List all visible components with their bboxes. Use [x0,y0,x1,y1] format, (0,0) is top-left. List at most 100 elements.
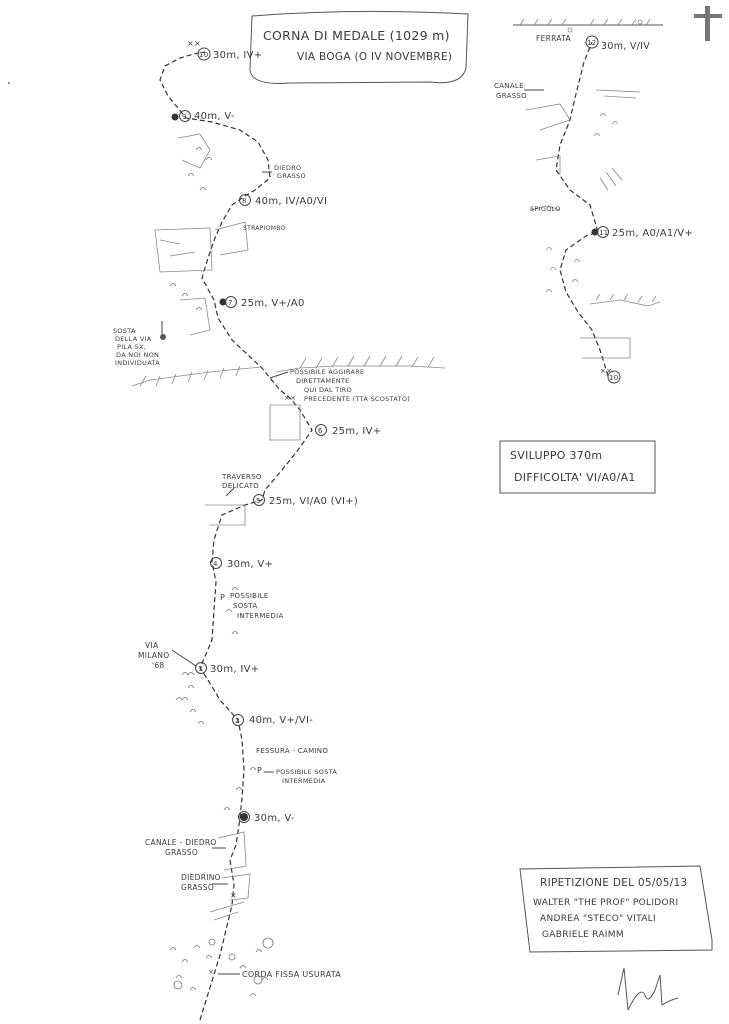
belay-number: 11 [599,229,609,237]
annotation-line: SOSTA [233,602,257,610]
anchor-cross-mark: ×× [284,394,296,402]
annotation-line: INTERMEDIA [282,777,326,785]
annotation-text: POSSIBILE AGGIRARE DIRETTAMENTE QUI DAL … [290,368,410,403]
annotation-ferrata: FERRATA [536,34,572,43]
belay-marker-p: P [220,593,225,602]
rock-ledges-left [132,134,445,920]
annotation-line: DELLA VIA [115,335,152,343]
annotation-line: '68 [152,661,165,670]
annotation-line: GRASSO [165,848,198,857]
annotation-canale-diedro: CANALE - DIEDRO GRASSO [145,838,226,857]
belay-label: 25m, A0/A1/V+ [612,228,693,239]
annotation-text: POSSIBILE SOSTA INTERMEDIA [276,768,340,785]
annotation-line: GRASSO [181,883,214,892]
repetition-box: RIPETIZIONE DEL 05/05/13 WALTER "THE PRO… [520,866,712,952]
anchor-cross-mark: ×× [187,39,201,48]
arrow-icon [172,650,196,666]
annotation-line: QUI DAL TIRO [304,386,352,394]
belay-label: 40m, V+/VI- [249,715,313,726]
belay-dot [160,334,166,340]
belay-station: 7 25m, V+/A0 [220,297,305,310]
title-line-2: VIA BOGA (O IV NOVEMBRE) [297,51,452,63]
annotation-line: MILANO [138,651,169,660]
annotation-text: CANALE - DIEDRO GRASSO [145,838,219,857]
annotation-line: TRAVERSO [221,473,262,481]
annotation-spigolo: SPIGOLO [530,205,561,213]
belay-number: 3 [198,665,203,673]
belay-station: 12 30m, V/IV [586,36,650,52]
annotation-text: POSSIBILE SOSTA INTERMEDIA [230,592,284,620]
title-line-1: CORNA DI MEDALE (1029 m) [263,28,450,43]
repetition-line-3: ANDREA "STECO" VITALI [540,914,656,924]
belay-number: 10 [609,374,619,382]
belay-number: 10 [199,51,209,59]
belay-number: 9 [182,113,187,121]
belay-number: 1 [241,814,246,822]
belay-label: 40m, V- [194,111,235,122]
belay-station: 4 30m, V+ [211,558,274,571]
annotation-line: DIRETTAMENTE [296,377,350,385]
fixed-rope-cross: × [208,968,214,976]
annotation-line: INTERMEDIA [237,612,284,620]
summary-line-1: SVILUPPO 370m [510,449,602,462]
annotation-corda-fissa: × CORDA FISSA USURATA [208,968,341,979]
route-line-upper [556,42,608,376]
annotation-text: CANALE GRASSO [494,82,527,100]
annotation-line: DIEDRO [274,164,301,172]
annotation-line: PILA SX, [117,343,146,351]
belay-label: 30m, IV+ [210,664,259,675]
rock-ledges-right [526,90,660,358]
belay-number: 8 [242,197,247,205]
annotation-line: POSSIBILE SOSTA [276,768,337,776]
annotation-possibile-sosta-1: P POSSIBILE SOSTA INTERMEDIA [257,766,340,785]
belay-number: 7 [228,299,233,307]
signature-scribble [618,968,678,1010]
annotation-line: POSSIBILE [230,592,269,600]
belay-station: 2 40m, V+/VI- [233,715,314,727]
belay-label: 30m, IV+ [213,50,262,61]
annotation-line: INDIVIDUATA [115,359,160,367]
annotation-line: DELICATO [222,482,259,490]
belay-label: 25m, IV+ [332,426,381,437]
summit-cross-icon [694,6,722,41]
belay-station: ×× 10 [600,367,620,383]
title-box: CORNA DI MEDALE (1029 m) VIA BOGA (O IV … [250,11,468,83]
annotation-line: CANALE [494,82,524,90]
arrow-icon [270,372,288,378]
annotation-line: CANALE - DIEDRO [145,838,217,847]
annotation-line: VIA [145,641,159,650]
belay-label: 30m, V/IV [601,41,650,52]
annotation-text: DIEDRO GRASSO [274,164,306,180]
anchor-cross-mark: × [230,891,237,900]
annotation-text: VIA MILANO '68 [138,641,172,670]
annotation-line: DIEDRINO [181,873,221,882]
belay-dot [172,114,179,121]
annotation-sosta-pila: SOSTA DELLA VIA PILA SX, DA NOI NON INDI… [113,321,166,367]
annotation-text: DIEDRINO GRASSO [181,873,224,892]
annotation-possibile-aggirare: POSSIBILE AGGIRARE DIRETTAMENTE QUI DAL … [270,368,410,403]
summary-box: SVILUPPO 370m DIFFICOLTA' VI/A0/A1 [500,441,655,493]
annotation-line: DA NOI NON [116,351,159,359]
belay-station: 1 30m, V- [239,812,295,825]
paper-speck [8,82,10,84]
repetition-line-1: RIPETIZIONE DEL 05/05/13 [540,877,688,889]
belay-station: 6 25m, IV+ [316,425,382,438]
title-box-outline [250,11,468,83]
belay-label: 30m, V- [254,813,295,824]
belay-station: 5 25m, VI/A0 (VI+) [254,495,359,508]
belay-number: 5 [256,497,261,505]
belay-number: 6 [318,427,323,435]
vegetation-scribbles-left [170,148,273,997]
belay-marker-p: P [257,766,262,775]
annotation-text: SOSTA DELLA VIA PILA SX, DA NOI NON INDI… [113,327,162,367]
annotation-canale-grasso: CANALE GRASSO [494,82,544,100]
belay-station: 9 40m, V- [172,111,235,123]
annotation-line: POSSIBILE AGGIRARE [290,368,364,376]
repetition-line-2: WALTER "THE PROF" POLIDORI [533,898,678,908]
repetition-line-4: GABRIELE RAIMM [542,930,624,940]
annotation-line: GRASSO [277,172,306,180]
summary-line-2: DIFFICOLTA' VI/A0/A1 [514,471,636,484]
annotation-line: SOSTA [113,327,136,335]
